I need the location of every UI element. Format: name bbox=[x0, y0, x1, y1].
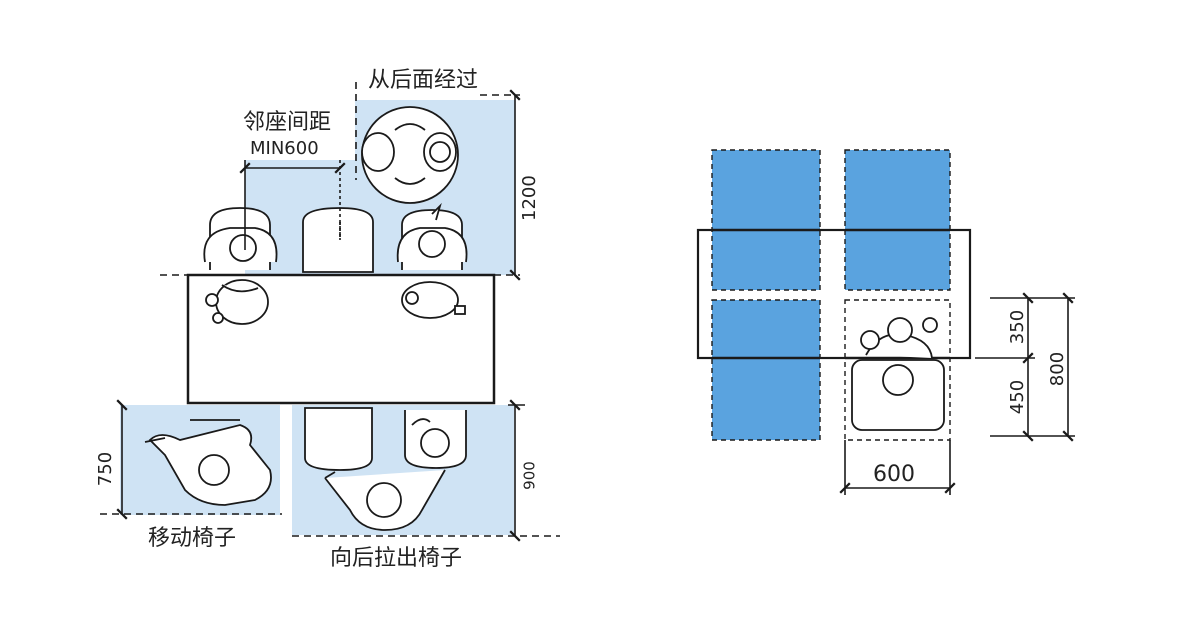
dim-move-chair: 750 bbox=[95, 451, 116, 487]
person-passing-icon bbox=[361, 106, 459, 204]
chair-top-middle-icon bbox=[302, 207, 374, 273]
dim-pull-back: 900 bbox=[520, 461, 539, 490]
dim-upper-depth: 350 bbox=[1007, 309, 1028, 345]
dim-seat-width: 600 bbox=[873, 462, 915, 487]
label-adjacent-min: MIN600 bbox=[250, 138, 319, 159]
right-plan bbox=[696, 149, 1075, 495]
label-adjacent-spacing: 邻座间距 bbox=[243, 110, 332, 135]
seat-zone-bottom-left bbox=[711, 299, 821, 441]
chair-top-left-icon bbox=[203, 207, 278, 325]
chair-bottom-middle-icon bbox=[304, 407, 373, 471]
chair-top-right-icon bbox=[396, 202, 468, 319]
moving-chair-person-icon bbox=[144, 419, 272, 506]
dim-total-depth: 800 bbox=[1047, 351, 1068, 387]
seat-zone-top-right bbox=[844, 149, 951, 291]
label-pass-behind: 从后面经过 bbox=[368, 68, 479, 93]
person-pulling-chair-icon bbox=[324, 469, 446, 531]
chair-bottom-right-icon bbox=[404, 410, 467, 469]
label-pull-back-chair: 向后拉出椅子 bbox=[330, 546, 463, 571]
seated-person-icon bbox=[851, 317, 945, 431]
seat-zone-top-left bbox=[711, 149, 821, 291]
dim-lower-depth: 450 bbox=[1007, 379, 1028, 415]
label-move-chair: 移动椅子 bbox=[148, 526, 237, 551]
dim-pass-behind: 1200 bbox=[519, 175, 540, 221]
left-plan bbox=[100, 82, 560, 542]
